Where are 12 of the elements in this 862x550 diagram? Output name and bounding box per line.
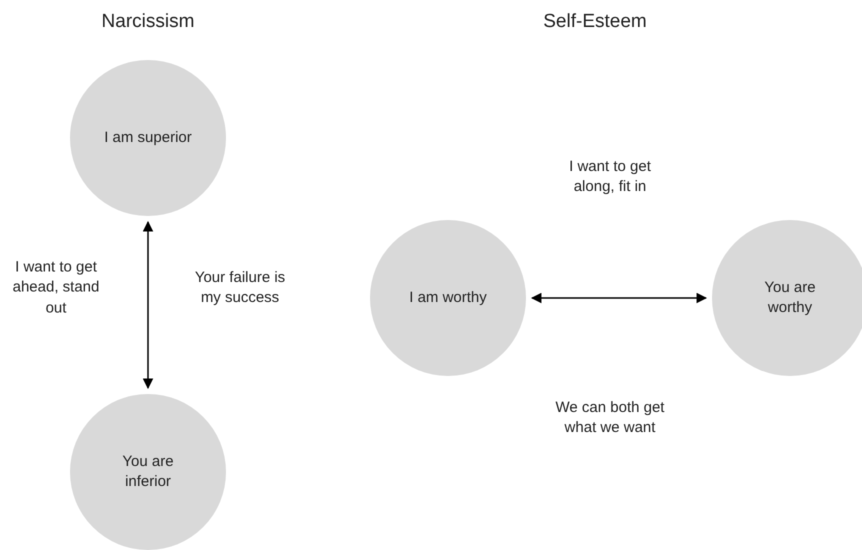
- heading: Narcissism: [100, 10, 196, 34]
- note-text: Your failure is my success: [194, 268, 286, 308]
- heading: Self-Esteem: [542, 10, 648, 34]
- double-arrow: [142, 220, 154, 390]
- node-text: I am superior: [103, 128, 193, 148]
- node-text: I am worthy: [408, 288, 488, 308]
- node-text: You are inferior: [121, 452, 175, 492]
- note-text: I want to get ahead, stand out: [12, 258, 100, 318]
- node-text: You are worthy: [763, 278, 817, 318]
- note-text: We can both get what we want: [555, 398, 665, 438]
- double-arrow: [530, 292, 708, 304]
- note-text: I want to get along, fit in: [568, 156, 652, 197]
